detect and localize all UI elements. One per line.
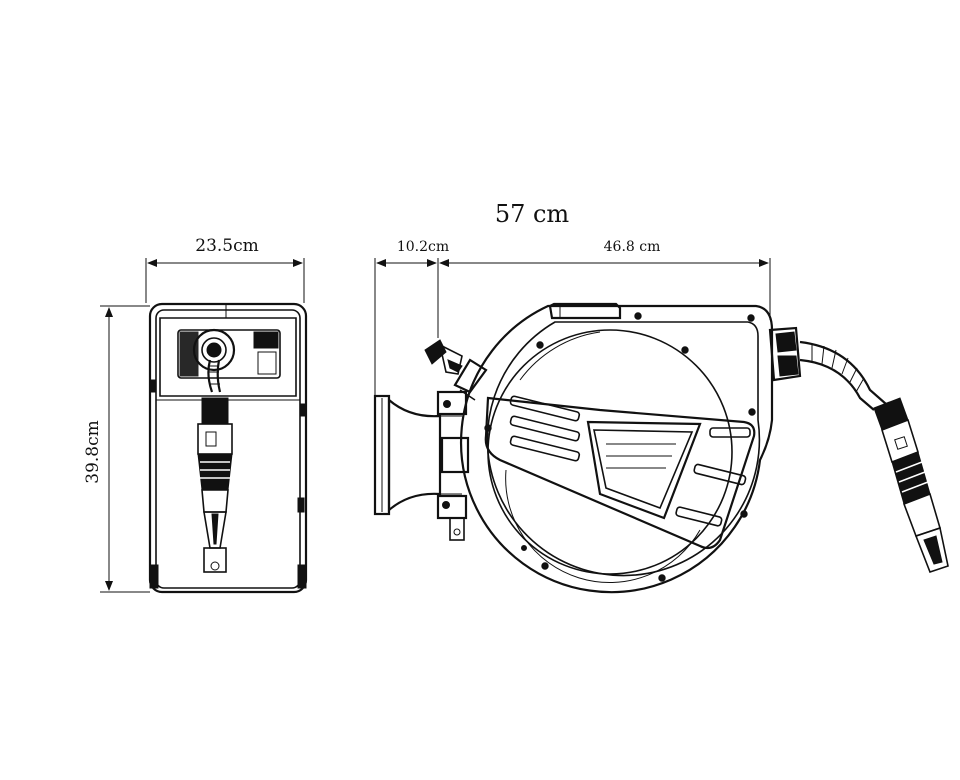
reel-depth-label: 46.8 cm [604,239,661,255]
front-view [148,302,308,594]
overall-width-label: 57 cm [495,200,570,228]
bracket-depth-label: 10.2cm [397,239,449,255]
height-label: 39.8cm [83,420,103,484]
front-width-label: 23.5cm [195,236,259,256]
dimension-lines [100,258,771,593]
side-view [373,302,949,594]
